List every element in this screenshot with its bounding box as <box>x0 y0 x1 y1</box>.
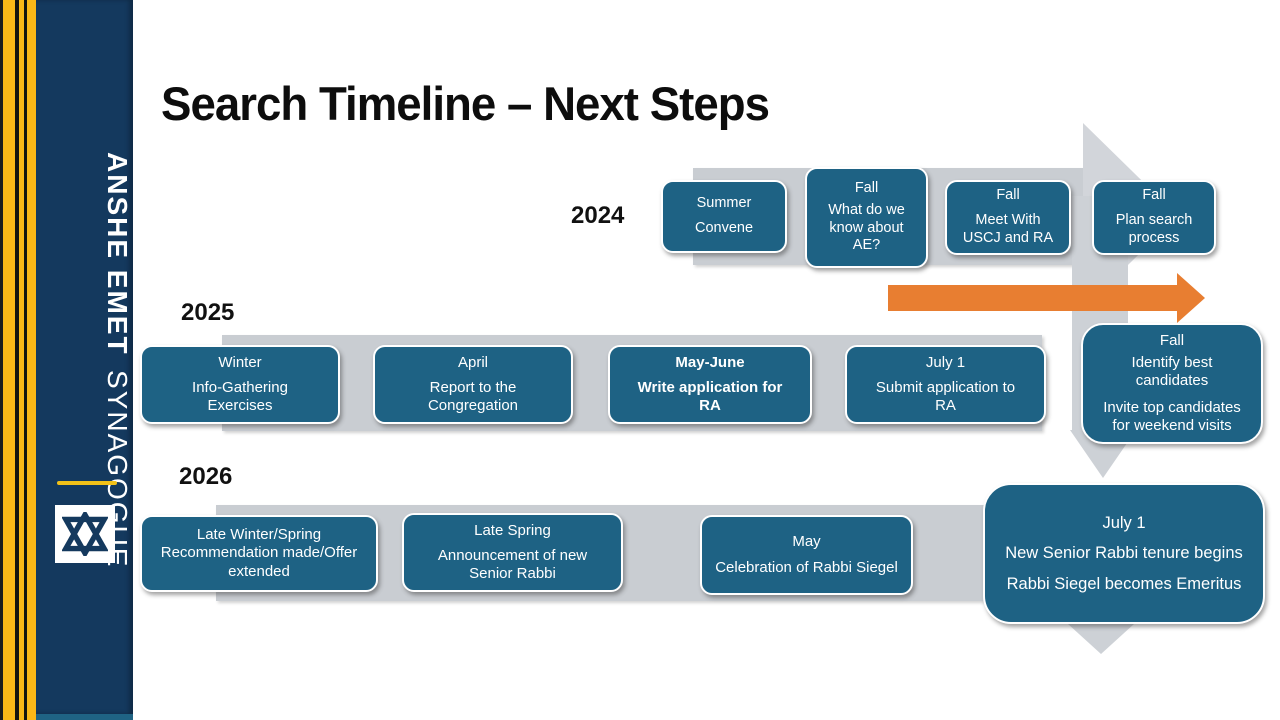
year-label-2026: 2026 <box>179 463 233 490</box>
box-desc-2: Invite top candidates for weekend visits <box>1103 398 1241 434</box>
timeline-box-2024-meet-uscj-ra: Fall Meet With USCJ and RA <box>945 180 1071 255</box>
box-date: Summer <box>696 195 752 212</box>
box-date: May <box>792 533 821 551</box>
timeline-box-2024-know-about-ae: Fall What do we know about AE? <box>805 167 928 268</box>
box-date: May-June <box>675 353 745 371</box>
sidebar-gold-stripes <box>0 0 36 720</box>
box-date: Late Spring <box>474 521 551 539</box>
box-desc: Convene <box>694 220 754 236</box>
logo-box <box>55 505 115 563</box>
box-date: Fall <box>996 187 1020 204</box>
box-desc: Announcement of new Senior Rabbi <box>437 546 588 583</box>
year-label-2025: 2025 <box>181 299 235 326</box>
orange-arrow-head-icon <box>1177 273 1205 323</box>
box-desc-2: Rabbi Siegel becomes Emeritus <box>1006 574 1242 593</box>
box-desc: New Senior Rabbi tenure begins <box>1005 544 1243 563</box>
box-date: Late Winter/Spring <box>196 526 322 544</box>
box-desc: Meet With USCJ and RA <box>962 212 1054 246</box>
timeline-box-2024-plan-search: Fall Plan search process <box>1092 180 1216 255</box>
star-of-david-icon <box>62 512 108 556</box>
sidebar-navy-bar <box>36 0 133 714</box>
box-desc: What do we know about AE? <box>828 201 905 254</box>
box-date: Winter <box>218 353 262 371</box>
orange-arrow-shaft <box>888 285 1177 311</box>
box-desc: Info-Gathering Exercises <box>192 378 288 415</box>
box-desc: Plan search process <box>1115 212 1193 246</box>
timeline-box-2026-announcement: Late Spring Announcement of new Senior R… <box>402 513 623 592</box>
timeline-box-2025-report-congregation: April Report to the Congregation <box>373 345 573 424</box>
box-date: July 1 <box>925 353 966 371</box>
connector-bottom-arrowhead-icon <box>1068 624 1134 654</box>
box-desc: Recommendation made/Offer extended <box>160 544 358 580</box>
box-date: April <box>457 353 488 371</box>
timeline-box-2025-write-application: May-June Write application for RA <box>608 345 812 424</box>
timeline-box-2026-recommendation-offer: Late Winter/Spring Recommendation made/O… <box>140 515 378 592</box>
timeline-box-2025-identify-candidates: Fall Identify best candidates Invite top… <box>1081 323 1263 444</box>
page-title: Search Timeline – Next Steps <box>161 77 770 130</box>
box-date: Fall <box>854 180 879 197</box>
timeline-box-2026-celebration: May Celebration of Rabbi Siegel <box>700 515 913 595</box>
timeline-box-2025-info-gathering: Winter Info-Gathering Exercises <box>140 345 340 424</box>
timeline-box-2024-summer-convene: Summer Convene <box>661 180 787 253</box>
box-date: Fall <box>1142 187 1166 204</box>
box-desc: Report to the Congregation <box>427 378 519 415</box>
sidebar-footer-strip <box>36 714 133 720</box>
box-desc: Write application for RA <box>637 378 783 415</box>
box-desc: Celebration of Rabbi Siegel <box>715 558 898 576</box>
box-date: Fall <box>1159 331 1185 349</box>
box-desc: Submit application to RA <box>875 378 1016 415</box>
org-name-vertical: ANSHE EMET SYNAGOGUE <box>36 40 133 680</box>
timeline-box-2026-new-rabbi-tenure: July 1 New Senior Rabbi tenure begins Ra… <box>983 483 1265 624</box>
year-label-2024: 2024 <box>571 202 625 229</box>
sidebar-divider <box>57 481 117 485</box>
org-name-line1: ANSHE EMET <box>102 151 133 356</box>
box-date: July 1 <box>1102 514 1146 533</box>
box-desc: Identify best candidates <box>1131 354 1213 390</box>
timeline-box-2025-submit-application: July 1 Submit application to RA <box>845 345 1046 424</box>
